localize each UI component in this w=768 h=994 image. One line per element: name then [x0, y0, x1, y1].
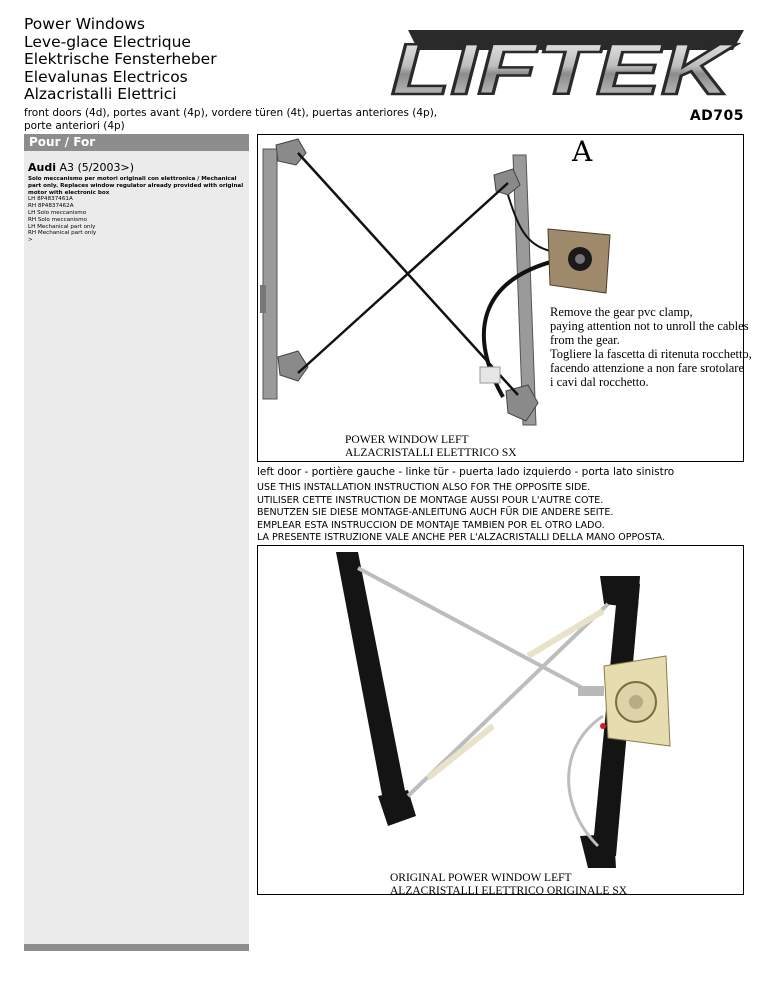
vehicle-sidebar: Pour / For Audi A3 (5/2003>) Solo meccan…: [24, 134, 249, 951]
bottom-right-bracket: [505, 384, 539, 422]
figure-original-regulator-photo: [257, 545, 744, 895]
liftek-logo-graphic: LIFTEK: [390, 29, 744, 111]
cable-sleeve: [526, 608, 605, 659]
part-note: LH Solo meccanismo: [28, 209, 87, 216]
cable-sleeve: [426, 723, 495, 781]
title-de: Elektrische Fensterheber: [24, 50, 217, 68]
part-number-rh: RH 8P4837462A: [28, 203, 74, 210]
cable: [567, 714, 604, 848]
liftek-logo: LIFTEK: [378, 22, 744, 111]
red-clip: [600, 723, 606, 729]
part-number-lh: LH 8P4837461A: [28, 196, 73, 203]
figure2-caption: ORIGINAL POWER WINDOW LEFT ALZACRISTALLI…: [390, 872, 627, 898]
bottom-left-bracket: [277, 350, 309, 382]
left-rail: [262, 148, 278, 400]
title-it: Alzacristalli Elettrici: [24, 85, 177, 103]
instruction-line: BENUTZEN SIE DIESE MONTAGE-ANLEITUNG AUC…: [257, 507, 614, 518]
caption-line: POWER WINDOW LEFT: [345, 434, 469, 446]
vehicle-model: Audi A3 (5/2003>): [28, 161, 245, 174]
vehicle-make: Audi: [28, 161, 56, 174]
gear-clamp-note: Remove the gear pvc clamp, paying attent…: [550, 305, 752, 389]
bottom-left-bracket: [378, 790, 416, 826]
vehicle-model-name: A3 (5/2003>): [59, 161, 135, 174]
bottom-right-bracket: [580, 834, 616, 868]
logo-text: LIFTEK: [391, 30, 738, 104]
part-note: LH Mechanical part only: [28, 223, 96, 230]
caption-line: ALZACRISTALLI ELETTRICO ORIGINALE SX: [390, 885, 628, 897]
note-line: from the gear.: [550, 333, 620, 347]
gear-hub: [575, 254, 585, 264]
cable: [357, 566, 589, 693]
sidebar-header: Pour / For: [24, 134, 249, 151]
note-line: i cavi dal rocchetto.: [550, 375, 649, 389]
title-fr: Leve-glace Electrique: [24, 32, 191, 51]
product-code: AD705: [689, 108, 744, 124]
figure1-caption: POWER WINDOW LEFT ALZACRISTALLI ELETTRIC…: [345, 434, 517, 460]
cable: [297, 182, 509, 374]
caption-line: ALZACRISTALLI ELETTRICO SX: [345, 447, 517, 459]
title-es: Elevalunas Electricos: [24, 67, 188, 86]
part-label-sticker: [479, 366, 501, 384]
left-rail: [336, 552, 408, 816]
figure-regulator-photo: [257, 134, 744, 462]
opposite-side-instructions: USE THIS INSTALLATION INSTRUCTION ALSO F…: [257, 482, 665, 545]
top-left-bracket: [275, 138, 307, 166]
instruction-line: USE THIS INSTALLATION INSTRUCTION ALSO F…: [257, 482, 591, 493]
product-titles: Power Windows Leve-glace Electrique Elek…: [24, 15, 217, 104]
cable-spring: [578, 686, 604, 696]
instruction-line: EMPLEAR ESTA INSTRUCCION DE MONTAJE TAMB…: [257, 519, 605, 531]
note-line: Togliere la fascetta di ritenuta rocchet…: [550, 347, 752, 361]
part-description: Solo meccanismo per motori originali con…: [28, 176, 244, 196]
part-note: >: [28, 237, 33, 244]
instruction-line: UTILISER CETTE INSTRUCTION DE MONTAGE AU…: [257, 494, 604, 506]
part-note: RH Mechanical part only: [28, 230, 97, 237]
original-regulator-illustration: [336, 552, 671, 868]
left-rail-tab: [260, 285, 266, 313]
note-line: facendo attenzione a non fare srotolare: [550, 361, 744, 375]
door-applicability: front doors (4d), portes avant (4p), vor…: [24, 107, 438, 132]
caption-line: ORIGINAL POWER WINDOW LEFT: [390, 872, 572, 884]
gear-hub: [629, 695, 643, 709]
figure-letter: A: [572, 135, 593, 168]
regulator-illustration: [260, 138, 611, 426]
part-notes: Solo meccanismo per motori originali con…: [28, 176, 245, 244]
note-line: paying attention not to unroll the cable…: [550, 319, 749, 333]
door-side-line: left door - portière gauche - linke tür …: [257, 466, 675, 478]
part-note: RH Solo meccanismo: [28, 216, 87, 223]
top-right-bracket: [600, 576, 640, 608]
sidebar-footer-bar: [24, 944, 249, 951]
note-line: Remove the gear pvc clamp,: [550, 305, 693, 319]
title-en: Power Windows: [24, 15, 145, 33]
instruction-line: LA PRESENTE ISTRUZIONE VALE ANCHE PER L'…: [257, 532, 666, 543]
right-rail: [512, 154, 537, 426]
